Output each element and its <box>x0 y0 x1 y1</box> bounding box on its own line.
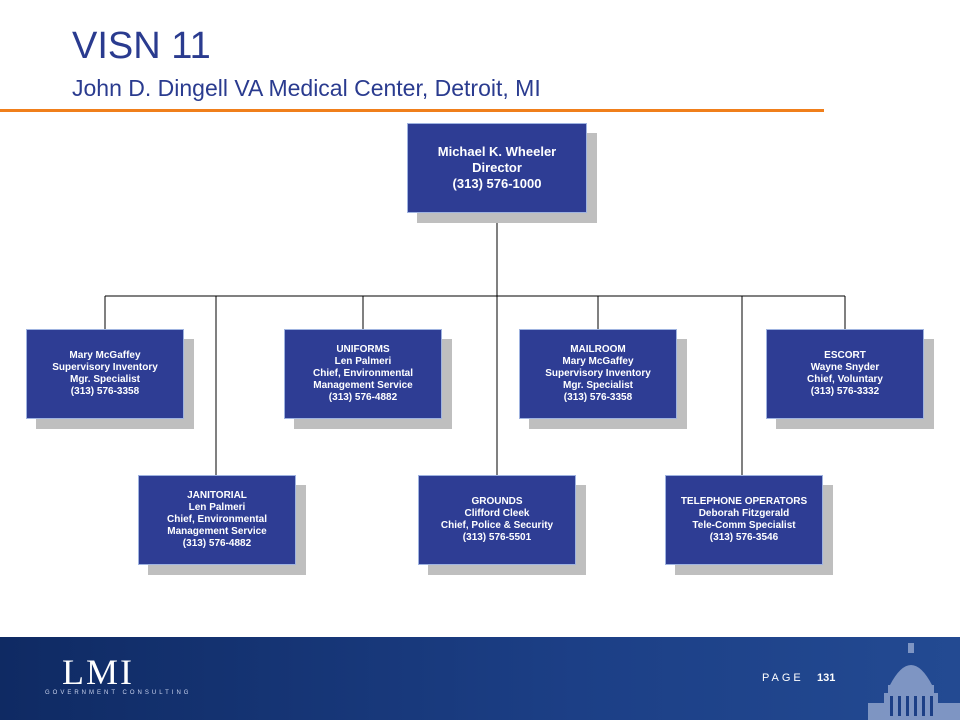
telephone-operators-box: TELEPHONE OPERATORS Deborah Fitzgerald T… <box>665 475 823 565</box>
slide-title: VISN 11 <box>72 25 211 67</box>
capitol-dome-icon <box>868 643 960 720</box>
node-line: Mgr. Specialist <box>562 380 634 391</box>
node-line: ESCORT <box>824 350 866 361</box>
connector-lines <box>104 213 846 475</box>
node-line: Deborah Fitzgerald <box>698 508 790 519</box>
escort-box: ESCORT Wayne Snyder Chief, Voluntary (31… <box>766 329 924 419</box>
node-line: Len Palmeri <box>188 502 246 513</box>
node-line: (313) 576-4882 <box>182 538 252 549</box>
node-line: Clifford Cleek <box>464 508 530 519</box>
director-box: Michael K. Wheeler Director (313) 576-10… <box>407 123 587 213</box>
node-line: Tele-Comm Specialist <box>692 520 796 531</box>
node-line: Mary McGaffey <box>562 356 634 367</box>
page-number: 131 <box>817 672 836 684</box>
inventory-box: Mary McGaffey Supervisory Inventory Mgr.… <box>26 329 184 419</box>
janitorial-box: JANITORIAL Len Palmeri Chief, Environmen… <box>138 475 296 565</box>
node-line: (313) 576-3358 <box>70 386 140 397</box>
node-line: MAILROOM <box>570 344 626 355</box>
node-line: Wayne Snyder <box>810 362 880 373</box>
title-divider <box>0 109 824 112</box>
director-name: Michael K. Wheeler <box>437 143 557 159</box>
node-line: (313) 576-3332 <box>810 386 880 397</box>
node-line: Chief, Police & Security <box>440 520 554 531</box>
mailroom-box: MAILROOM Mary McGaffey Supervisory Inven… <box>519 329 677 419</box>
node-line: (313) 576-5501 <box>462 532 532 543</box>
node-line: Supervisory Inventory <box>545 368 651 379</box>
node-line: Mary McGaffey <box>69 350 141 361</box>
node-line: Chief, Environmental <box>166 514 267 525</box>
node-line: GROUNDS <box>471 496 523 507</box>
uniforms-box: UNIFORMS Len Palmeri Chief, Environmenta… <box>284 329 442 419</box>
lmi-logo-tagline: GOVERNMENT CONSULTING <box>45 690 192 696</box>
node-line: Chief, Voluntary <box>807 374 883 385</box>
node-line: Len Palmeri <box>334 356 392 367</box>
grounds-box: GROUNDS Clifford Cleek Chief, Police & S… <box>418 475 576 565</box>
node-line: Management Service <box>313 380 413 391</box>
node-line: (313) 576-3358 <box>563 392 633 403</box>
director-role: Director <box>472 159 522 175</box>
node-line: Management Service <box>167 526 267 537</box>
slide-subtitle: John D. Dingell VA Medical Center, Detro… <box>72 75 541 101</box>
page-label: PAGE <box>762 672 804 684</box>
node-line: (313) 576-4882 <box>328 392 398 403</box>
node-line: UNIFORMS <box>336 344 390 355</box>
lmi-logo: LMI <box>62 652 134 692</box>
director-phone: (313) 576-1000 <box>452 176 542 192</box>
node-line: Mgr. Specialist <box>69 374 141 385</box>
node-line: JANITORIAL <box>187 490 247 501</box>
node-line: Chief, Environmental <box>312 368 413 379</box>
node-line: Supervisory Inventory <box>52 362 158 373</box>
node-line: TELEPHONE OPERATORS <box>680 496 808 507</box>
node-line: (313) 576-3546 <box>709 532 779 543</box>
footer-band <box>0 637 960 720</box>
